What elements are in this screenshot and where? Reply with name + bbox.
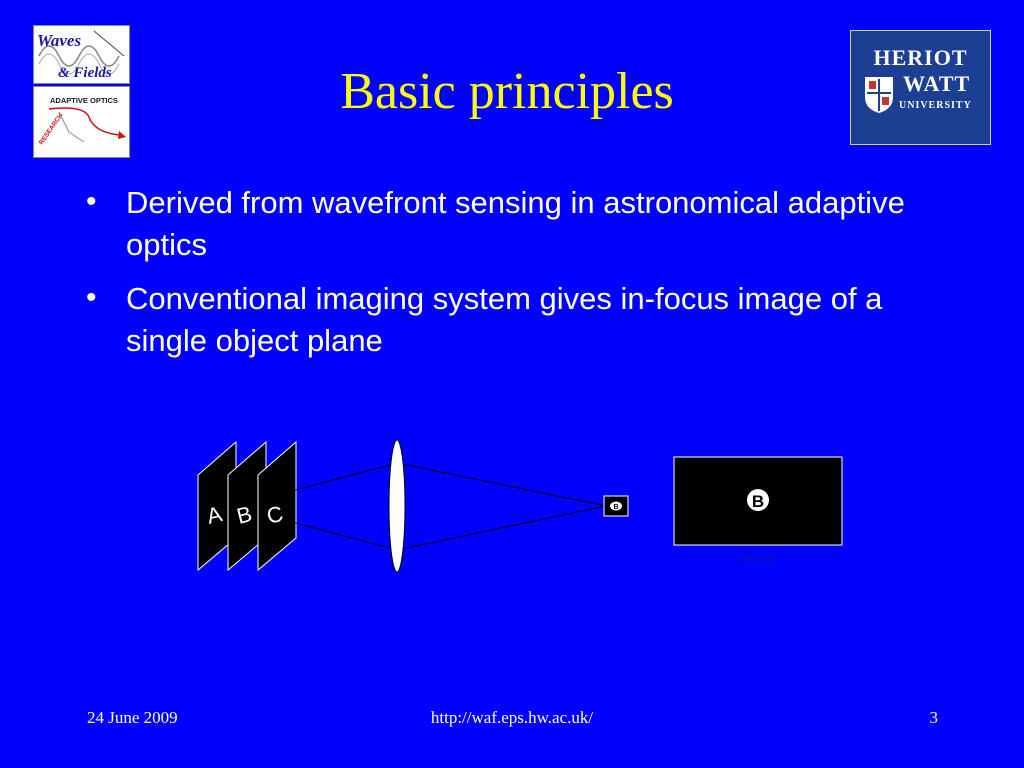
waves-logo-graphic: Waves & Fields bbox=[37, 30, 125, 81]
object-plane-c-label: C bbox=[264, 501, 286, 529]
bullet-text: Derived from wavefront sensing in astron… bbox=[126, 185, 905, 262]
bullet-list: • Derived from wavefront sensing in astr… bbox=[86, 182, 926, 374]
adaptive-optics-logo-graphic: ADAPTIVE OPTICS RESEARCH bbox=[38, 96, 126, 146]
bullet-marker: • bbox=[86, 185, 97, 218]
waves-and-fields-logo: Waves & Fields bbox=[33, 25, 130, 84]
focal-point-label: B bbox=[613, 504, 618, 511]
object-plane-c: C bbox=[257, 440, 297, 572]
adaptive-optics-logo-label: ADAPTIVE OPTICS bbox=[50, 96, 118, 105]
image-box: B bbox=[673, 456, 843, 546]
light-rays bbox=[287, 462, 607, 551]
bullet-text: Conventional imaging system gives in-foc… bbox=[126, 281, 883, 358]
shield-icon bbox=[865, 77, 893, 113]
heriot-watt-logo-line3: UNIVERSITY bbox=[899, 100, 972, 111]
waves-logo-line1: Waves bbox=[37, 31, 81, 50]
footer-date: 24 June 2009 bbox=[87, 708, 178, 727]
footer-url[interactable]: http://waf.eps.hw.ac.uk/ bbox=[430, 708, 594, 727]
page-number: 3 bbox=[929, 708, 939, 727]
adaptive-optics-logo: ADAPTIVE OPTICS RESEARCH bbox=[33, 86, 130, 158]
heriot-watt-logo-line1: HERIOT bbox=[873, 45, 968, 70]
heriot-watt-logo: HERIOT WATT UNIVERSITY bbox=[850, 30, 991, 145]
object-plane-a-label: A bbox=[204, 501, 225, 529]
heriot-watt-logo-line2: WATT bbox=[903, 71, 971, 96]
imaging-diagram: A B C B B bbox=[197, 439, 843, 573]
bullet-item: • Derived from wavefront sensing in astr… bbox=[86, 182, 926, 266]
image-box-label: B bbox=[752, 492, 764, 511]
waves-logo-line2: & Fields bbox=[58, 65, 112, 81]
object-plane-b-label: B bbox=[234, 501, 254, 529]
bullet-item: • Conventional imaging system gives in-f… bbox=[86, 278, 926, 362]
object-plane-b: B bbox=[227, 440, 267, 572]
lens bbox=[388, 439, 406, 573]
image-caption: IMAGE bbox=[739, 554, 778, 565]
slide-title: Basic principles bbox=[340, 63, 674, 120]
focal-point: B bbox=[603, 495, 629, 517]
bullet-marker: • bbox=[86, 281, 97, 314]
